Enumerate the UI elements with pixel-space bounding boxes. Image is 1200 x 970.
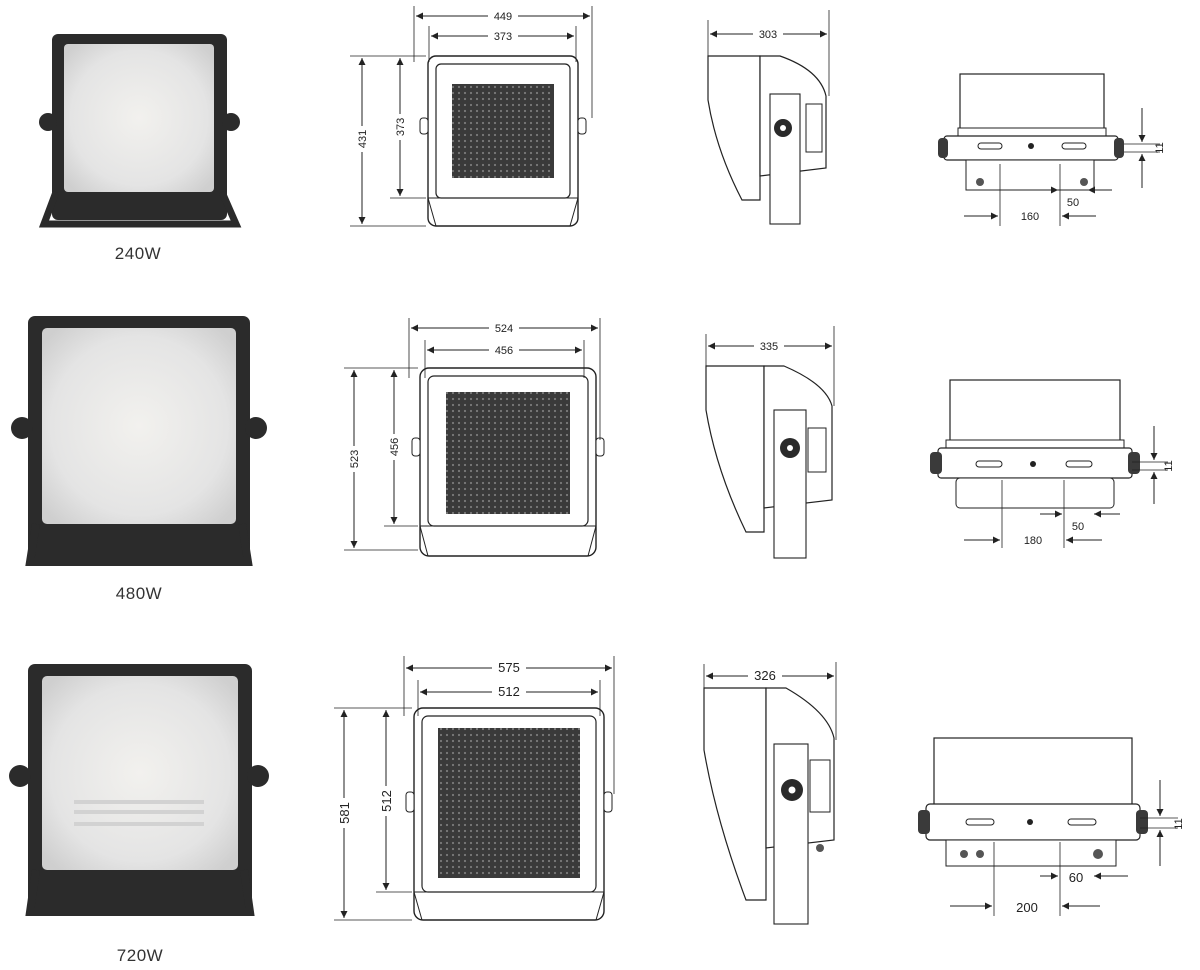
front-view-240w — [350, 6, 593, 227]
dimension-lines-720w — [336, 660, 612, 918]
dim-outer-width: 524 — [495, 323, 513, 335]
dim-bracket-thickness: 11 — [1163, 460, 1175, 471]
dim-bracket-thickness: 11 — [1154, 142, 1166, 153]
model-caption: 240W — [115, 244, 161, 263]
dim-bracket-spacing: 160 — [1021, 211, 1039, 223]
bracket-view-480w — [930, 379, 1168, 548]
dim-bracket-spacing: 200 — [1016, 900, 1038, 915]
dim-total-height: 581 — [337, 802, 352, 824]
product-photo-240w — [38, 34, 242, 228]
dim-bracket-spacing: 180 — [1024, 535, 1042, 547]
dim-outer-width: 449 — [494, 11, 512, 23]
bracket-dimension-lines-720w — [950, 780, 1164, 910]
side-view-480w — [705, 326, 835, 559]
bracket-view-720w — [918, 737, 1178, 916]
dim-inner-width: 456 — [495, 345, 513, 357]
dim-total-height: 523 — [349, 450, 361, 468]
dim-depth: 326 — [754, 668, 776, 683]
dimension-lines-480w — [347, 321, 598, 548]
dim-bracket-slot: 50 — [1072, 521, 1084, 533]
product-photo-720w — [9, 664, 269, 916]
bracket-dimension-lines-240w — [964, 108, 1146, 220]
bracket-view-240w — [938, 73, 1160, 226]
model-caption: 480W — [116, 584, 162, 603]
dim-inner-height: 456 — [389, 438, 401, 456]
side-view-720w — [703, 662, 837, 925]
front-view-480w — [344, 318, 605, 557]
dim-inner-height: 373 — [395, 118, 407, 136]
front-view-720w — [334, 656, 615, 921]
model-caption: 720W — [117, 946, 163, 965]
bracket-dimension-lines-480w — [964, 426, 1158, 544]
dimension-lines-240w — [355, 9, 590, 224]
side-view-240w — [707, 10, 830, 225]
dim-inner-width: 373 — [494, 31, 512, 43]
dim-depth: 303 — [759, 29, 777, 41]
dim-bracket-thickness: 11 — [1173, 818, 1185, 829]
product-photo-480w — [11, 316, 267, 566]
dim-bracket-slot: 60 — [1069, 870, 1083, 885]
dim-outer-width: 575 — [498, 660, 520, 675]
dim-inner-height: 512 — [379, 790, 394, 812]
dim-inner-width: 512 — [498, 684, 520, 699]
dim-depth: 335 — [760, 341, 778, 353]
dim-bracket-slot: 50 — [1067, 197, 1079, 209]
dim-total-height: 431 — [357, 130, 369, 148]
